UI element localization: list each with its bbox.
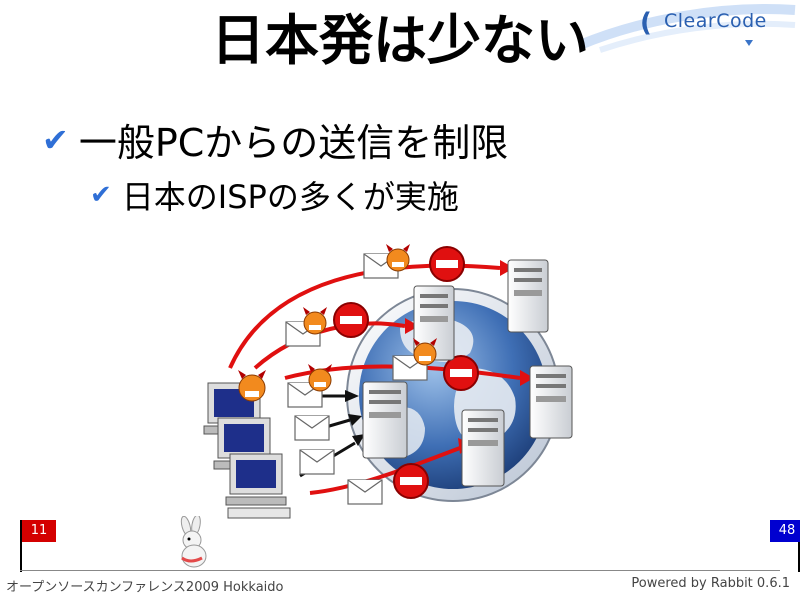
bullet-text: 日本のISPの多くが実施	[121, 178, 459, 216]
devil-icon	[308, 364, 332, 392]
no-entry-icon	[393, 463, 429, 499]
bullet-level-2: ✔ 日本のISPの多くが実施	[90, 172, 459, 218]
checkmark-icon: ✔	[90, 180, 112, 210]
server-icon	[362, 381, 408, 459]
footer-event-name: オープンソースカンファレンス2009 Hokkaido	[6, 580, 284, 595]
flag-pole	[20, 520, 22, 572]
logo-c-mark: (	[640, 8, 652, 38]
envelope-icon	[299, 449, 335, 475]
envelope-icon	[347, 479, 383, 505]
rabbit-icon	[180, 516, 207, 568]
bullet-level-1: ✔ 一般PCからの送信を制限	[42, 112, 508, 167]
no-entry-icon	[443, 355, 479, 391]
progress-track	[20, 570, 780, 571]
devil-icon	[303, 307, 327, 335]
envelope-icon	[294, 415, 330, 441]
computer-icon	[225, 453, 291, 519]
server-icon	[529, 365, 573, 439]
devil-icon	[386, 244, 410, 272]
server-icon	[461, 409, 505, 487]
footer-powered-by: Powered by Rabbit 0.6.1	[631, 576, 790, 591]
checkmark-icon: ✔	[42, 120, 69, 159]
devil-icon	[413, 338, 437, 366]
flag-pole	[798, 520, 800, 572]
current-page-number: 11	[22, 520, 56, 542]
logo: ClearCode	[664, 10, 767, 32]
no-entry-icon	[429, 246, 465, 282]
total-pages-number: 48	[770, 520, 800, 542]
bullet-text: 一般PCからの送信を制限	[78, 121, 509, 165]
no-entry-icon	[333, 302, 369, 338]
logo-swoosh-graphic	[578, 4, 796, 53]
slide-title: 日本発は少ない	[211, 9, 589, 72]
blocked-spam-illustration	[203, 244, 573, 519]
devil-icon	[238, 370, 266, 402]
server-icon	[507, 259, 549, 333]
